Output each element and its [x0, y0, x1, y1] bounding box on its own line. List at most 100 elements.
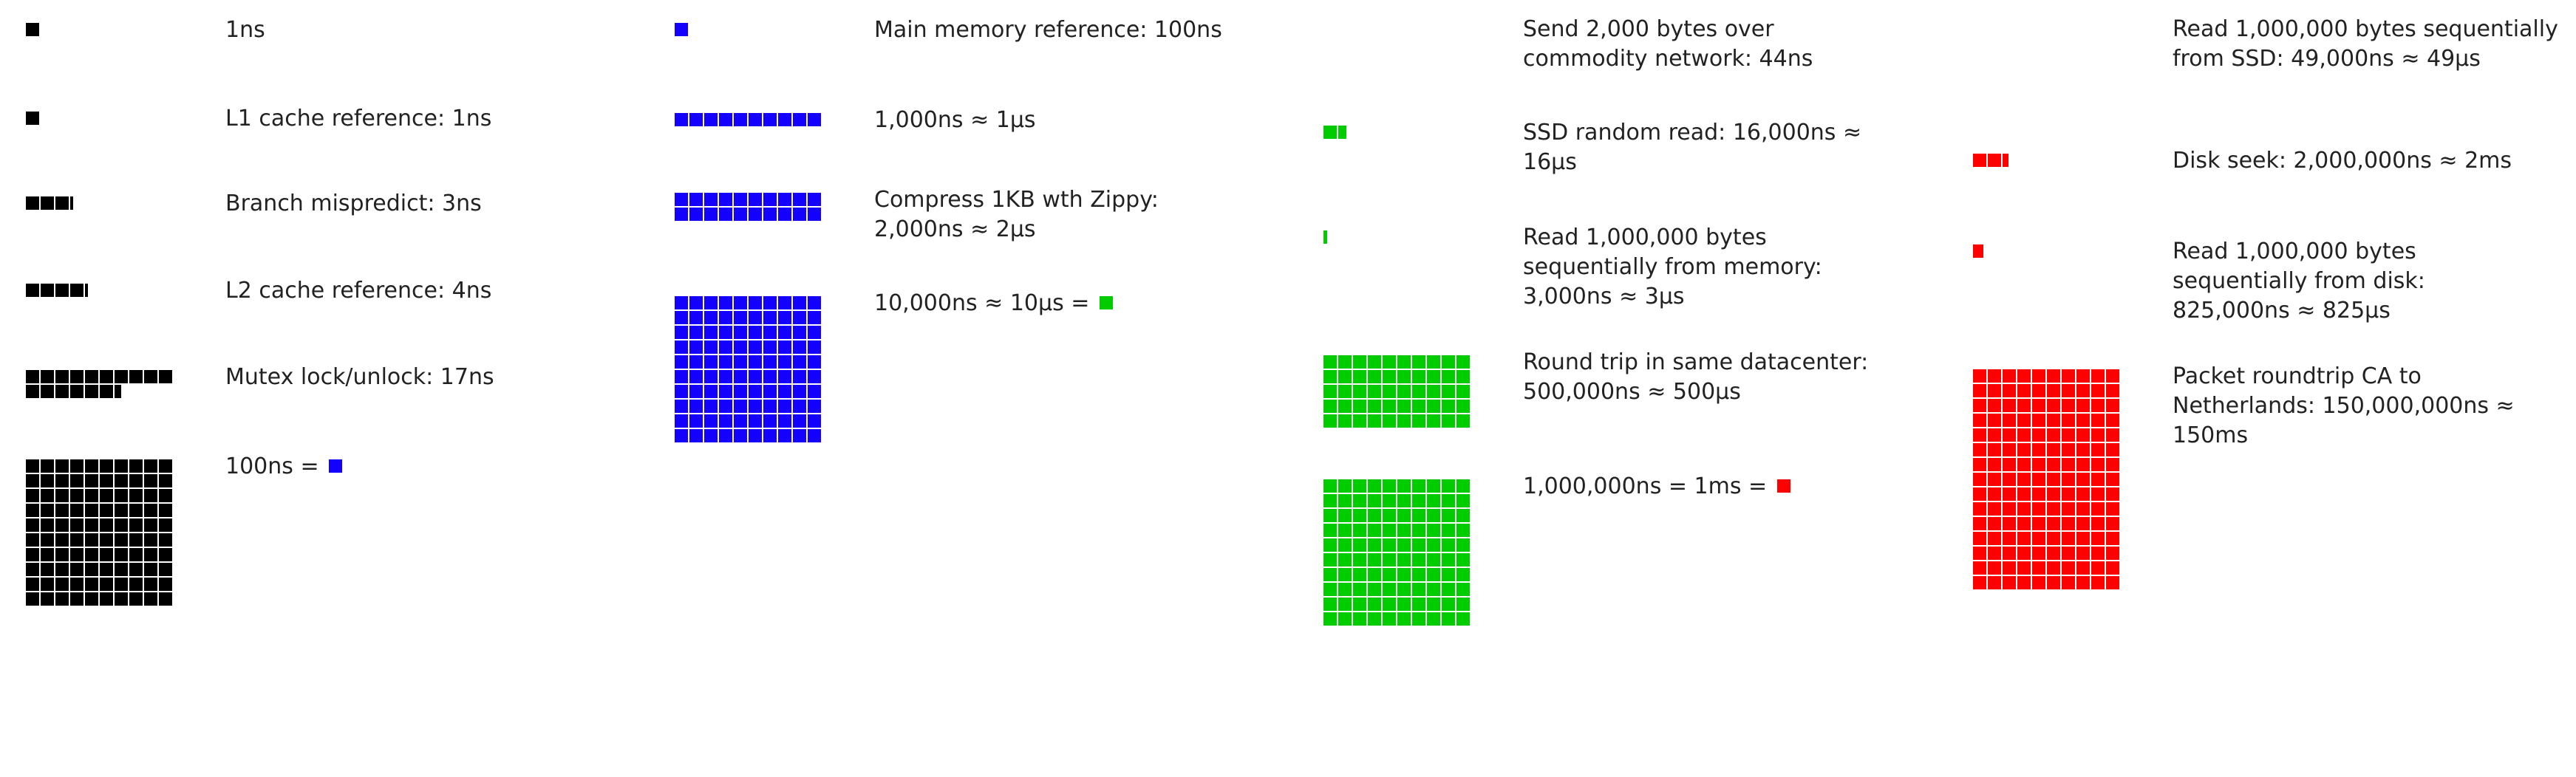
block-cell [808, 326, 821, 339]
block-cell [808, 208, 821, 221]
block-cell [2017, 428, 2031, 442]
block-cell [55, 370, 69, 383]
block-cell [1427, 538, 1440, 552]
block-cell [734, 385, 747, 398]
block-cell [763, 208, 777, 221]
block-cell [1973, 547, 1986, 560]
block-cell [26, 196, 39, 210]
block-cell [85, 592, 98, 606]
block-cell [1988, 532, 2001, 545]
block-cell [1973, 428, 1986, 442]
block-cell [675, 355, 688, 369]
block-cell [2017, 369, 2031, 383]
block-cell [1338, 553, 1352, 567]
block-cell [1353, 509, 1366, 522]
block-cell [1427, 479, 1440, 493]
block-cell [1442, 370, 1455, 383]
block-cell [2032, 369, 2045, 383]
block-cell [1397, 479, 1411, 493]
block-cell [2032, 384, 2045, 397]
block-cell [1412, 414, 1425, 428]
block-cell [144, 592, 157, 606]
block-cell [1427, 400, 1440, 413]
block-cell [2062, 443, 2075, 456]
block-cell [2106, 399, 2119, 412]
block-cell [1397, 414, 1411, 428]
block-cell [2017, 532, 2031, 545]
block-cell [115, 385, 121, 398]
block-cell [2017, 384, 2031, 397]
block-cell [85, 563, 98, 576]
block-cell [793, 326, 806, 339]
block-cell [1988, 428, 2001, 442]
block-cell [1383, 494, 1396, 507]
block-cell [26, 592, 39, 606]
block-cell [55, 196, 69, 210]
block-cell [704, 208, 718, 221]
block-cell [675, 193, 688, 206]
block-cell [26, 385, 39, 398]
block-cell [26, 474, 39, 487]
block-cell [1973, 532, 1986, 545]
block-cell [55, 518, 69, 532]
block-cell [159, 533, 172, 547]
block-cell [763, 340, 777, 354]
block-cell [2076, 369, 2090, 383]
block-cell [2003, 399, 2016, 412]
block-cell [1368, 538, 1381, 552]
block-cell [1353, 612, 1366, 626]
block-cell [2062, 399, 2075, 412]
red-unit-swatch-icon [1776, 479, 1790, 493]
block-cell [85, 459, 98, 473]
block-cell [749, 208, 762, 221]
block-cell [115, 563, 128, 576]
block-cell [675, 311, 688, 324]
block-cell [1323, 230, 1327, 244]
block-cell [763, 429, 777, 442]
block-cell [159, 474, 172, 487]
block-cell [144, 578, 157, 591]
block-cell [2047, 561, 2060, 575]
block-cell [1368, 612, 1381, 626]
block-cell [793, 113, 806, 126]
block-cell [2003, 561, 2016, 575]
block-cell [689, 296, 703, 309]
block-cell [793, 400, 806, 413]
block-cell [159, 548, 172, 561]
block-cell [85, 518, 98, 532]
block-cell [2003, 458, 2016, 471]
block-cell [85, 370, 98, 383]
block-cell [1442, 509, 1455, 522]
block-cell [1973, 384, 1986, 397]
block-cell [2076, 517, 2090, 530]
block-cell [2106, 443, 2119, 456]
block-cell [1973, 458, 1986, 471]
block-cell [689, 326, 703, 339]
block-cell [675, 326, 688, 339]
latency-label: Read 1,000,000 bytes sequentially from S… [2173, 16, 2558, 72]
block-cell [85, 489, 98, 502]
block-cell [1397, 494, 1411, 507]
block-cell [1368, 385, 1381, 398]
block-cell [808, 355, 821, 369]
block-cell [1412, 612, 1425, 626]
block-cell [41, 563, 54, 576]
block-cell [1988, 369, 2001, 383]
block-cell [734, 326, 747, 339]
block-cell [719, 208, 732, 221]
block-cell [1383, 524, 1396, 537]
block-cell [1442, 385, 1455, 398]
block-cell [719, 355, 732, 369]
block-cell [2106, 561, 2119, 575]
block-cell [1353, 538, 1366, 552]
block-cell [2076, 384, 2090, 397]
block-cell [1338, 126, 1346, 139]
block-cell [689, 370, 703, 383]
block-cell [778, 370, 791, 383]
block-cell [2017, 502, 2031, 516]
block-cell [26, 533, 39, 547]
block-cell [734, 414, 747, 428]
block-cell [749, 370, 762, 383]
block-cell [159, 592, 172, 606]
block-cell [1442, 400, 1455, 413]
